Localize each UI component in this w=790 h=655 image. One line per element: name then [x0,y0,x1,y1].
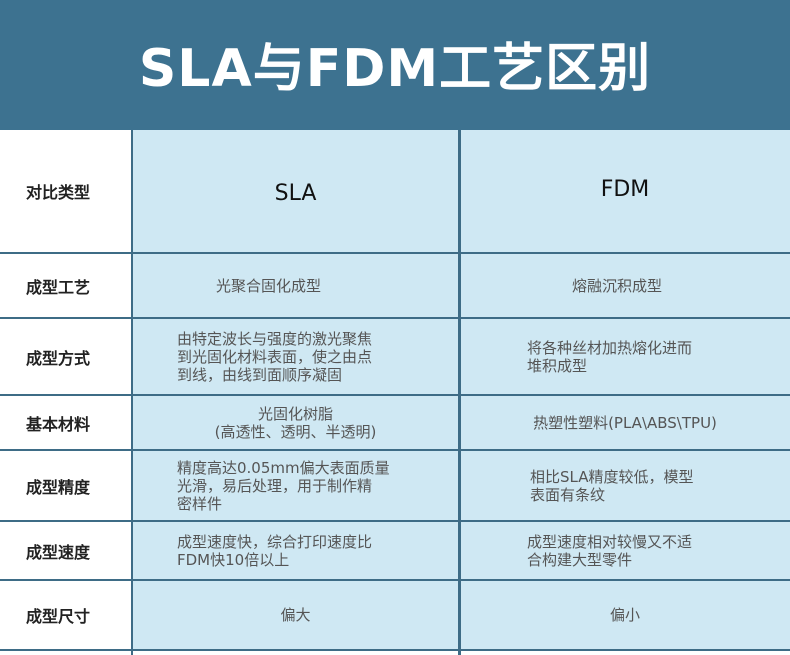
row-label-cell: 成型尺寸 [0,581,132,649]
title-banner: SLA与FDM工艺区别 [0,0,790,130]
header-fdm-cell: FDM [460,130,790,252]
fdm-cell: 偏小 [460,581,790,649]
sla-line: 到线，由线到面顺序凝固 [177,365,343,384]
fdm-line: 合构建大型零件 [527,550,633,569]
header-label-cell: 对比类型 [0,130,132,252]
fdm-line: 成型速度相对较慢又不适 [527,532,693,551]
column-divider [458,130,461,655]
header-fdm: FDM [600,176,650,202]
row-divider [0,394,790,396]
sla-value: 光聚合固化成型 [216,276,322,295]
sla-cell: 成型速度快，综合打印速度比 FDM快10倍以上 [132,522,459,579]
comparison-table: 对比类型 SLA FDM 成型工艺 光聚合固化成型 熔融沉积成型 成型方式 由特… [0,130,790,655]
row-label-cell: 成型工艺 [0,254,132,317]
sla-cell: 光固化树脂 (高透性、透明、半透明) [132,396,459,449]
fdm-value: 偏小 [609,606,640,624]
fdm-cell: 热塑性塑料(PLA\ABS\TPU) [460,396,790,449]
row-label-cell: 基本材料 [0,396,132,449]
fdm-cell: 将各种丝材加热熔化进而 堆积成型 [460,319,790,394]
sla-cell: 精度高达0.05mm偏大表面质量 光滑，易后处理，用于制作精 密样件 [132,451,459,520]
row-label: 成型工艺 [26,277,91,297]
row-label: 基本材料 [26,414,91,434]
fdm-value: 熔融沉积成型 [572,276,663,295]
sla-line: 密样件 [177,494,223,513]
fdm-cell: 熔融沉积成型 [460,254,790,317]
row-label: 成型速度 [26,542,91,562]
sla-line: FDM快10倍以上 [177,550,290,569]
header-sla-cell: SLA [132,130,459,252]
row-label-cell: 成型速度 [0,522,132,579]
row-divider [0,649,790,651]
fdm-line: 表面有条纹 [530,485,606,504]
fdm-cell: 成型速度相对较慢又不适 合构建大型零件 [460,522,790,579]
page-title: SLA与FDM工艺区别 [138,38,652,99]
sla-line: 由特定波长与强度的激光聚焦 [177,329,373,348]
row-divider [0,520,790,522]
fdm-value: 热塑性塑料(PLA\ABS\TPU) [533,413,717,432]
column-divider [131,130,133,655]
sla-line: (高透性、透明、半透明) [214,422,377,441]
sla-line: 到光固化材料表面，使之由点 [177,347,373,366]
fdm-line: 堆积成型 [527,356,588,375]
row-label: 成型精度 [26,477,91,497]
table-row: 成型工艺 光聚合固化成型 熔融沉积成型 [0,254,790,317]
sla-cell: 光聚合固化成型 [132,254,459,317]
row-divider [0,252,790,254]
row-divider [0,579,790,581]
table-row: 基本材料 光固化树脂 (高透性、透明、半透明) 热塑性塑料(PLA\ABS\TP… [0,396,790,449]
row-label: 成型方式 [26,348,91,368]
sla-cell: 偏大 [132,581,459,649]
row-divider [0,449,790,451]
row-divider [0,317,790,319]
sla-line: 成型速度快，综合打印速度比 [177,532,373,551]
table-row: 成型尺寸 偏大 偏小 [0,581,790,649]
table-row: 成型速度 成型速度快，综合打印速度比 FDM快10倍以上 成型速度相对较慢又不适… [0,522,790,579]
table-row: 成型方式 由特定波长与强度的激光聚焦 到光固化材料表面，使之由点 到线，由线到面… [0,319,790,394]
sla-line: 精度高达0.05mm偏大表面质量 [177,458,390,477]
sla-line: 光滑，易后处理，用于制作精 [177,476,373,495]
table-row: 成型精度 精度高达0.05mm偏大表面质量 光滑，易后处理，用于制作精 密样件 … [0,451,790,520]
row-label-cell: 成型精度 [0,451,132,520]
sla-value: 偏大 [280,606,311,624]
table-header-row: 对比类型 SLA FDM [0,130,790,252]
header-sla: SLA [274,180,317,206]
row-label: 成型尺寸 [26,607,91,626]
header-label: 对比类型 [26,183,91,202]
fdm-line: 将各种丝材加热熔化进而 [527,338,693,357]
fdm-line: 相比SLA精度较低，模型 [530,467,694,486]
sla-cell: 由特定波长与强度的激光聚焦 到光固化材料表面，使之由点 到线，由线到面顺序凝固 [132,319,459,394]
row-label-cell: 成型方式 [0,319,132,394]
sla-line: 光固化树脂 [257,404,333,423]
fdm-cell: 相比SLA精度较低，模型 表面有条纹 [460,451,790,520]
